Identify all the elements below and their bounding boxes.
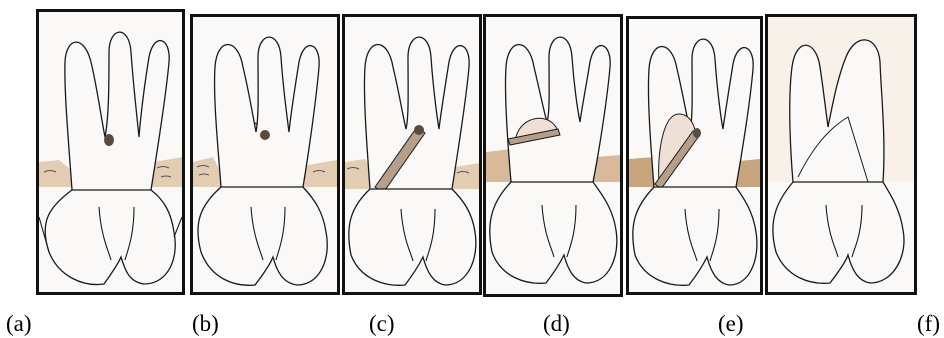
tooth-crown <box>633 187 757 285</box>
tooth-roots <box>364 37 469 189</box>
panel-d <box>483 14 623 297</box>
tooth-crown <box>349 189 476 285</box>
tooth-crown <box>773 182 904 283</box>
tooth-diagram-d <box>486 17 620 294</box>
lesion-mark <box>693 128 701 138</box>
tooth-diagram-a <box>39 12 182 292</box>
panel-label-c: (c) <box>369 312 395 335</box>
tooth-roots <box>65 32 169 190</box>
tooth-diagram-f <box>768 17 914 292</box>
tooth-crown <box>198 187 327 285</box>
tooth-crown <box>45 190 175 285</box>
tooth-diagram-b <box>193 17 337 292</box>
panel-e <box>626 16 763 295</box>
tooth-roots <box>505 37 610 182</box>
tooth-roots <box>215 37 320 187</box>
panel-label-d: (d) <box>543 312 570 335</box>
panel-label-f: (f) <box>917 312 940 335</box>
panel-label-b: (b) <box>192 312 219 335</box>
panel-a <box>36 9 185 295</box>
tooth-diagram-c <box>345 17 479 292</box>
panel-c <box>342 14 482 295</box>
panel-b <box>190 14 340 295</box>
tooth-diagram-e <box>629 19 760 292</box>
panel-f <box>765 14 917 295</box>
panel-label-a: (a) <box>6 312 32 335</box>
lesion-mark <box>260 130 270 140</box>
lesion-mark <box>104 134 114 146</box>
panel-label-e: (e) <box>718 312 744 335</box>
lesion-mark <box>414 125 424 135</box>
tooth-crown <box>490 182 617 283</box>
